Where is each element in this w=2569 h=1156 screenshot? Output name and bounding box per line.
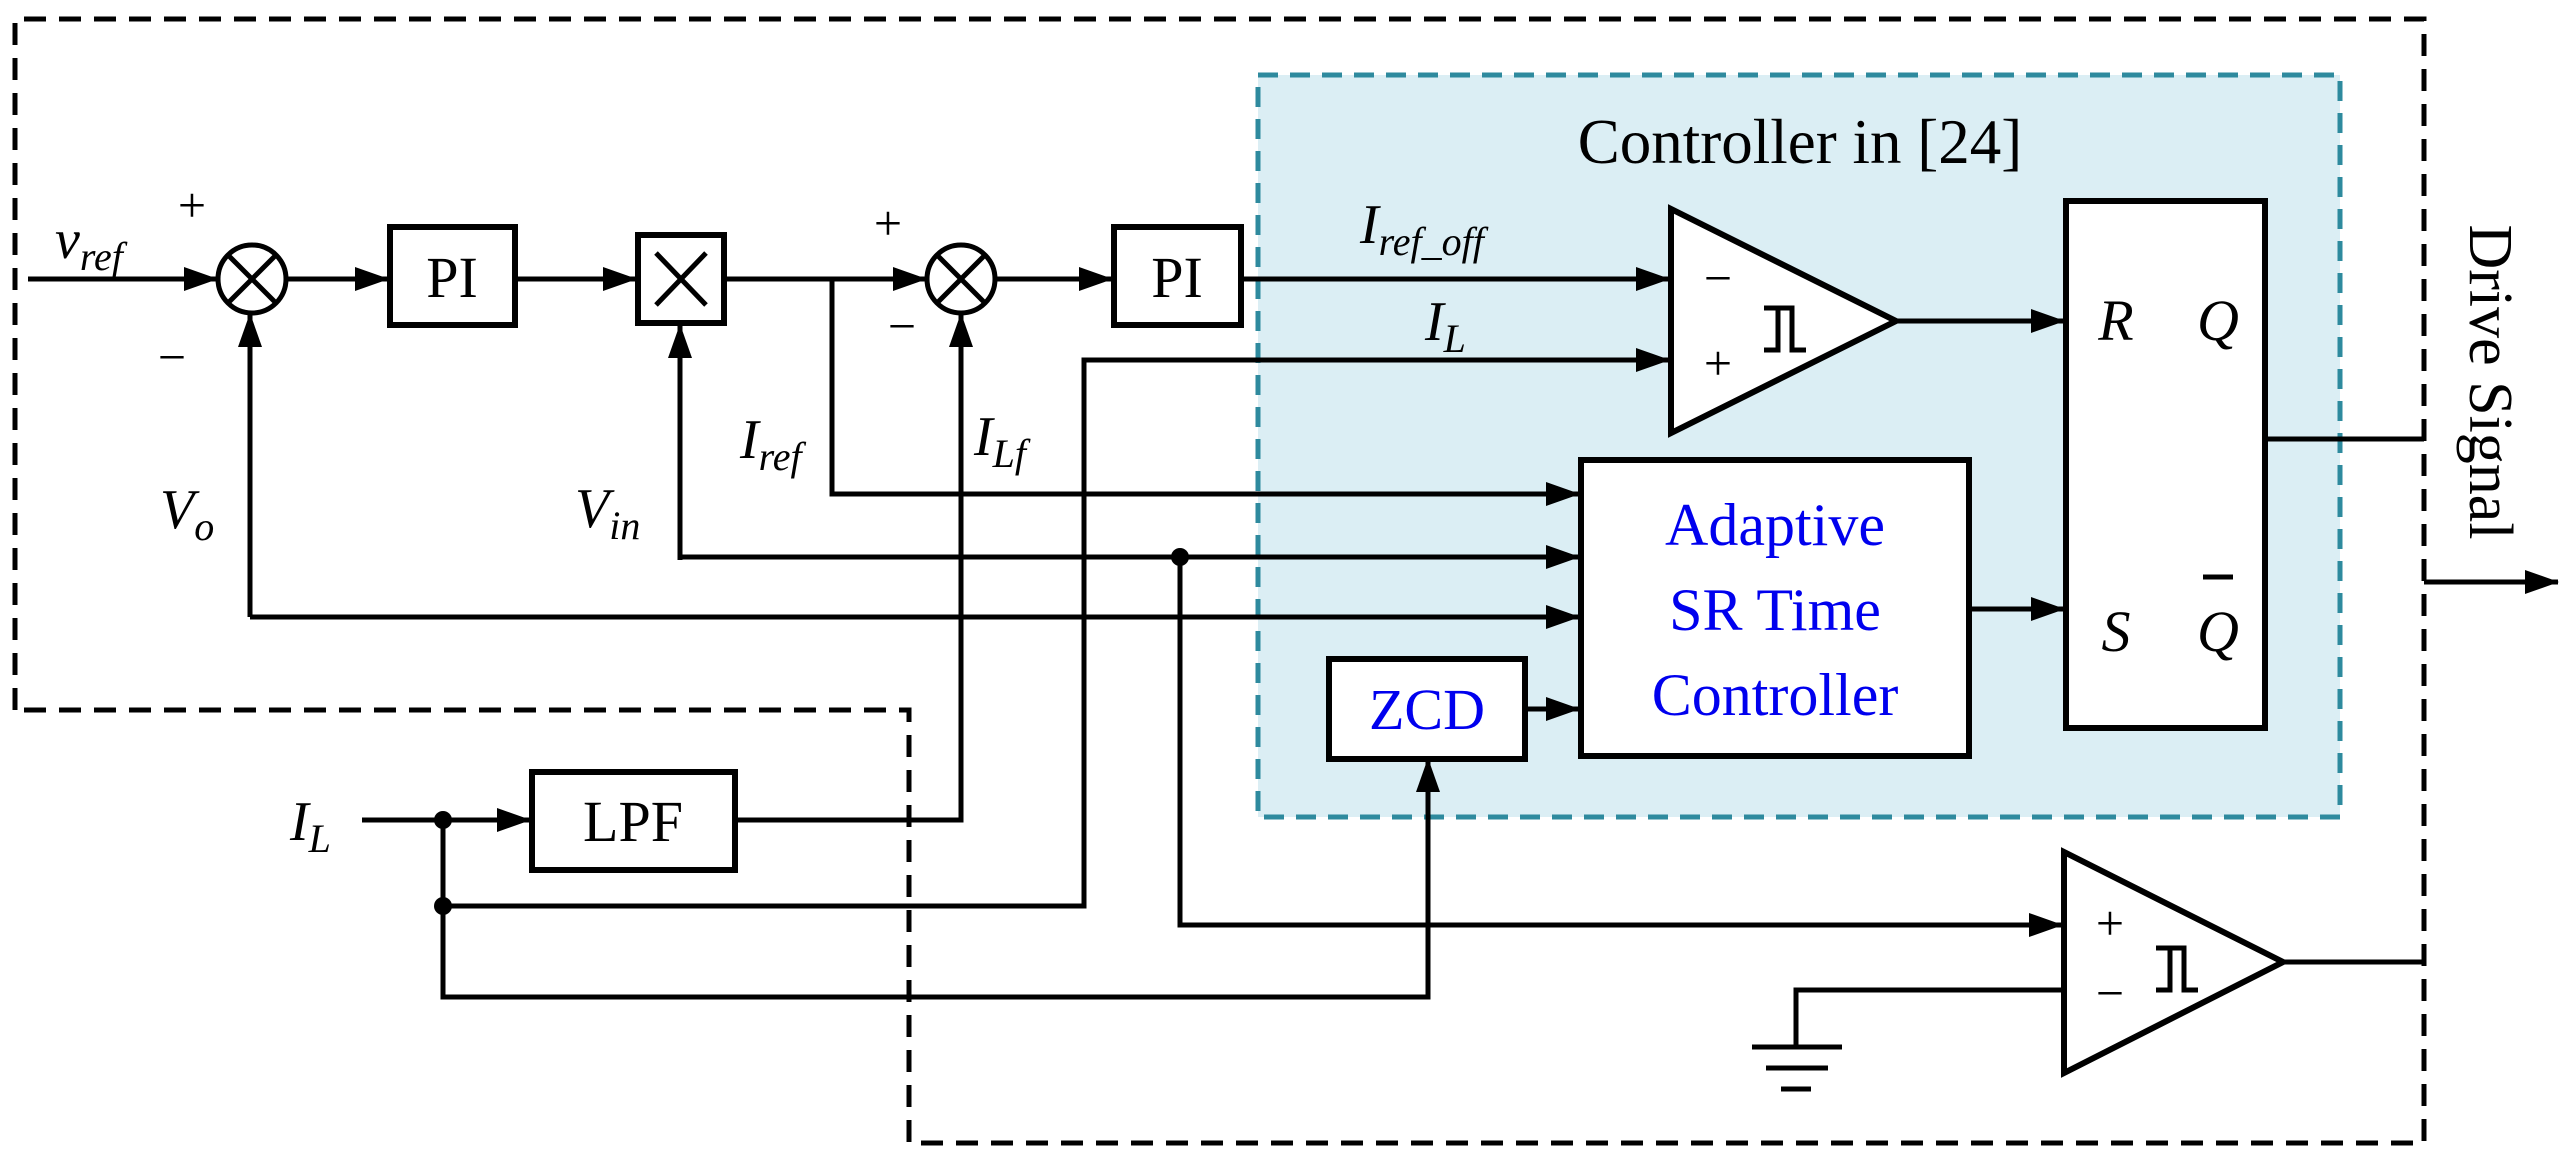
sr-controller-line2: SR Time <box>1669 577 1881 643</box>
signal-wires <box>28 267 2559 1045</box>
controller-region-title: Controller in [24] <box>1578 107 2022 177</box>
summing-junction-current <box>924 242 998 316</box>
ground-symbol <box>1752 1044 1842 1092</box>
sign-minus-ilf: − <box>888 298 916 354</box>
multiplier-block <box>635 232 727 326</box>
pi-label-voltage: PI <box>426 245 478 310</box>
label-i-l-input: IL <box>289 791 331 861</box>
latch-qbar-label: Q <box>2197 599 2239 664</box>
summing-junction-voltage <box>215 242 289 316</box>
lpf-label: LPF <box>583 789 683 854</box>
sign-plus-vref: + <box>178 177 206 233</box>
outer-boundary <box>12 16 2427 1146</box>
junction-dot-il-1 <box>434 811 452 829</box>
adaptive-sr-time-controller-block: Adaptive SR Time Controller <box>1578 457 1972 759</box>
sign-minus-vo: − <box>158 329 186 385</box>
sr-latch-block: R Q S Q <box>2063 198 2268 731</box>
lpf-block: LPF <box>529 769 738 873</box>
comparator-upper-plus: + <box>1704 335 1732 391</box>
comparator-lower-minus: − <box>2096 965 2124 1021</box>
label-v-o: Vo <box>160 479 214 549</box>
junction-dot-il-2 <box>434 897 452 915</box>
sr-controller-line1: Adaptive <box>1665 492 1885 558</box>
label-i-ref-off: Iref_off <box>1359 194 1489 264</box>
label-i-lf: ILf <box>973 406 1031 476</box>
zcd-block: ZCD <box>1326 656 1528 762</box>
label-i-l-comparator: IL <box>1424 291 1466 361</box>
sign-plus-iref: + <box>874 195 902 251</box>
comparator-lower-plus: + <box>2096 895 2124 951</box>
label-v-in: Vin <box>575 478 640 548</box>
pi-label-current: PI <box>1151 245 1203 310</box>
label-v-ref: vref <box>55 209 128 279</box>
latch-s-label: S <box>2102 599 2131 664</box>
comparator-lower: + − <box>2061 847 2290 1078</box>
junction-dot-vin <box>1171 548 1189 566</box>
latch-q-label: Q <box>2197 288 2239 353</box>
drive-signal-label: Drive Signal <box>2456 224 2524 539</box>
zcd-label: ZCD <box>1369 677 1485 742</box>
latch-r-label: R <box>2097 288 2133 353</box>
label-i-ref: Iref <box>739 409 806 479</box>
comparator-upper-minus: − <box>1704 250 1732 306</box>
comparator-upper: − + <box>1668 204 1903 438</box>
pi-block-current: PI <box>1111 224 1244 328</box>
sr-controller-line3: Controller <box>1652 662 1899 728</box>
pi-block-voltage: PI <box>387 224 518 328</box>
